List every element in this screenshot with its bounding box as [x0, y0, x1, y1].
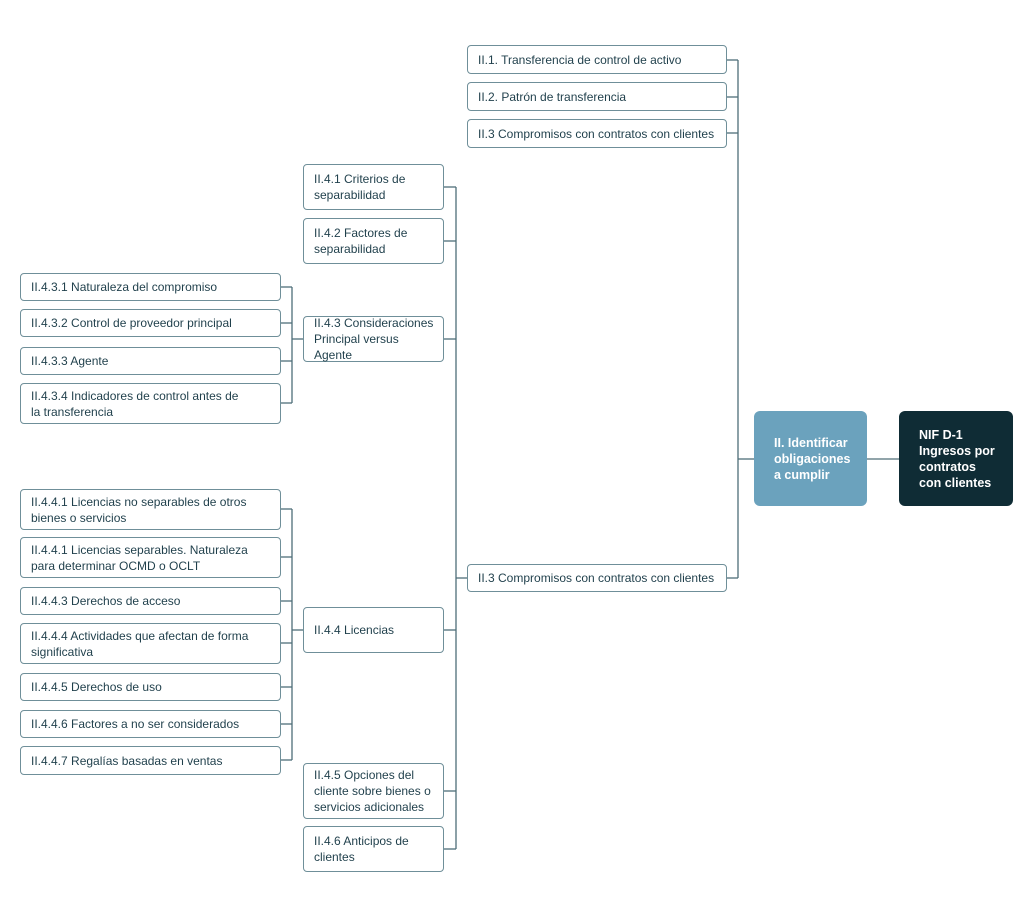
- node-ii-1: II.1. Transferencia de control de activo: [467, 45, 727, 74]
- node-ii-4-4-3: II.4.4.3 Derechos de acceso: [20, 587, 281, 615]
- node-ii-2-label: II.2. Patrón de transferencia: [478, 89, 627, 104]
- node-ii-4-4-1a-label: II.4.4.1 Licencias no separables de otro…: [31, 494, 247, 525]
- node-ii-4-3-1-label: II.4.3.1 Naturaleza del compromiso: [31, 280, 218, 294]
- node-ii-4-3-1: II.4.3.1 Naturaleza del compromiso: [20, 273, 281, 301]
- node-ii-3-top-label: II.3 Compromisos con contratos con clien…: [478, 126, 715, 141]
- node-ii-4-4-4-label: II.4.4.4 Actividades que afectan de form…: [31, 628, 249, 659]
- node-ii-4-4-1b: II.4.4.1 Licencias separables. Naturalez…: [20, 537, 281, 578]
- node-ii-4-4-7-label: II.4.4.7 Regalías basadas en ventas: [31, 753, 223, 768]
- node-ii-4-3-2: II.4.3.2 Control de proveedor principal: [20, 309, 281, 337]
- node-ii-4-4-label: II.4.4 Licencias: [314, 623, 395, 637]
- node-ii-1-label: II.1. Transferencia de control de activo: [478, 52, 682, 67]
- node-ii-4-3-2-label: II.4.3.2 Control de proveedor principal: [31, 316, 232, 330]
- node-ii-3-top: II.3 Compromisos con contratos con clien…: [467, 119, 727, 148]
- node-ii-4-3-4-label: II.4.3.4 Indicadores de control antes de…: [31, 388, 239, 419]
- node-ii-4-3-4: II.4.3.4 Indicadores de control antes de…: [20, 383, 281, 424]
- node-ii-4-3-3-label: II.4.3.3 Agente: [31, 354, 109, 368]
- node-ii-4-4-1a: II.4.4.1 Licencias no separables de otro…: [20, 489, 281, 530]
- node-ii-4-4: II.4.4 Licencias: [303, 607, 444, 653]
- node-ii-4-4-7: II.4.4.7 Regalías basadas en ventas: [20, 746, 281, 775]
- node-ii-4-4-1b-label: II.4.4.1 Licencias separables. Naturalez…: [31, 542, 248, 573]
- node-ii-2: II.2. Patrón de transferencia: [467, 82, 727, 111]
- node-ii-4-4-4: II.4.4.4 Actividades que afectan de form…: [20, 623, 281, 664]
- node-ii-4-4-5: II.4.4.5 Derechos de uso: [20, 673, 281, 701]
- node-ii-3-bottom-label: II.3 Compromisos con contratos con clien…: [478, 571, 715, 585]
- node-ii-4-4-3-label: II.4.4.3 Derechos de acceso: [31, 594, 181, 608]
- node-ii-4-3-3: II.4.3.3 Agente: [20, 347, 281, 375]
- node-ii-4-4-5-label: II.4.4.5 Derechos de uso: [31, 680, 162, 694]
- node-ii-3-bottom: II.3 Compromisos con contratos con clien…: [467, 564, 727, 592]
- node-ii-4-4-6: II.4.4.6 Factores a no ser considerados: [20, 710, 281, 738]
- node-ii-4-4-6-label: II.4.4.6 Factores a no ser considerados: [31, 717, 240, 731]
